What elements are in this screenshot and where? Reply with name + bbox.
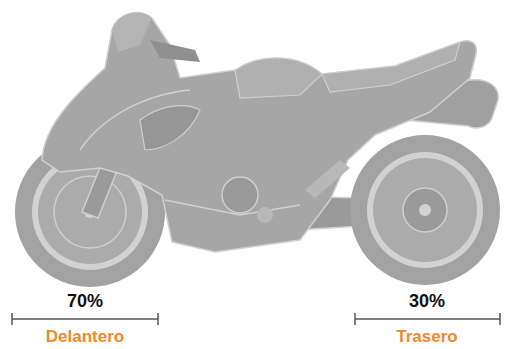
engine-sprocket — [257, 207, 273, 223]
windscreen — [112, 13, 152, 52]
rear-bracket — [355, 313, 500, 325]
rear-sprocket — [403, 188, 447, 232]
seat — [322, 42, 460, 92]
handlebar — [150, 40, 200, 62]
axle-label: Trasero — [396, 328, 457, 347]
engine-cover — [222, 177, 258, 213]
rear-wheel-face — [373, 158, 477, 262]
rear-tire — [350, 135, 500, 285]
air-vent — [140, 106, 200, 150]
front-bracket — [12, 313, 158, 325]
rear-wheel — [350, 135, 500, 285]
rear-hub — [419, 204, 431, 216]
percentage-value: 30% — [409, 292, 445, 312]
axle-label: Delantero — [46, 328, 124, 347]
percentage-value: 70% — [67, 292, 103, 312]
rear-rim — [367, 152, 483, 268]
footrest — [305, 160, 350, 198]
fuel-tank — [235, 58, 322, 98]
motorcycle-body — [42, 13, 476, 252]
